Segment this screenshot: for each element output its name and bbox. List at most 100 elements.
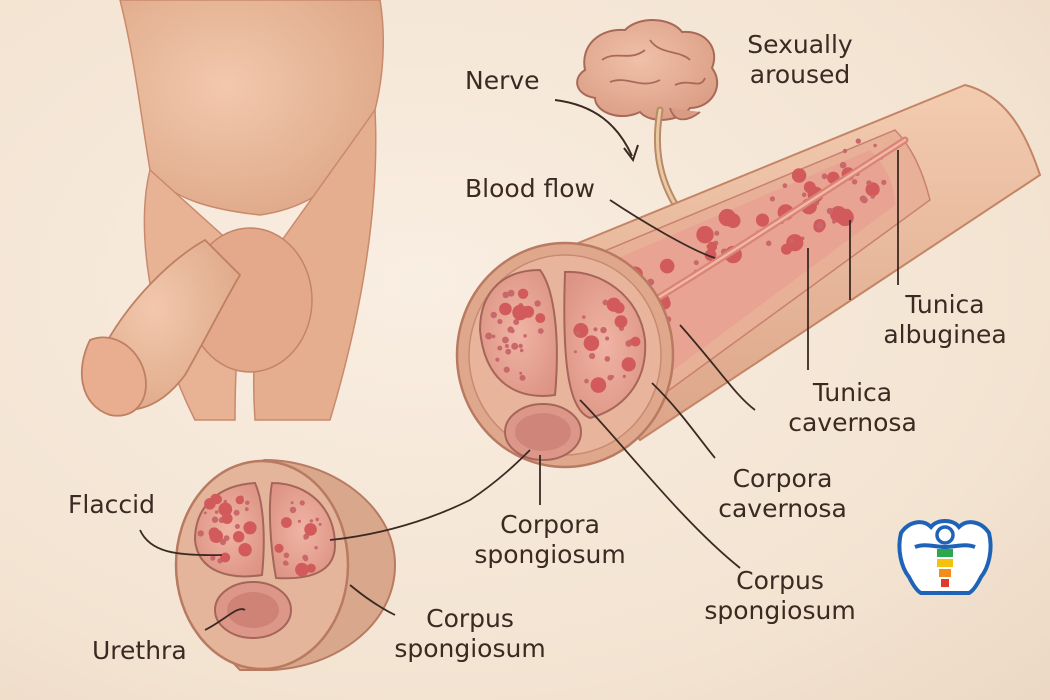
blood-pocket: [285, 561, 289, 566]
label-corpora-spongiosum: Corpora spongiosum: [465, 510, 635, 570]
label-tunica-albuginea: Tunica albuginea: [870, 290, 1020, 350]
blood-pocket: [243, 521, 257, 535]
blood-pocket: [866, 180, 872, 186]
label-tunica-albuginea-line1: Tunica: [905, 290, 985, 319]
label-corpora-cavernosa: Corpora cavernosa: [700, 464, 865, 524]
blood-pocket: [604, 356, 611, 362]
label-corpus-spongiosum-bottom-line2: spongiosum: [394, 634, 546, 663]
blood-pocket: [881, 179, 887, 185]
blood-pocket: [573, 323, 589, 338]
blood-pocket: [589, 352, 596, 360]
blood-pocket: [873, 143, 877, 148]
blood-pocket: [499, 302, 512, 316]
blood-pocket: [219, 538, 227, 546]
label-corpora-spongiosum-line1: Corpora: [500, 510, 600, 539]
blood-pocket: [782, 183, 788, 189]
blood-pocket: [511, 342, 519, 350]
blood-pocket: [234, 524, 240, 529]
label-corpus-spongiosum-right-line2: spongiosum: [704, 596, 856, 625]
leader-lines: [139, 150, 899, 631]
blood-pocket: [245, 500, 250, 505]
blood-pocket: [502, 336, 509, 344]
blood-pocket: [821, 173, 828, 180]
blood-pocket: [769, 196, 776, 202]
blood-pocket: [696, 226, 714, 244]
blood-pocket: [659, 258, 675, 274]
blood-pocket: [497, 345, 503, 351]
flaccid-cross-section: [174, 458, 397, 671]
blood-pocket: [491, 334, 496, 339]
blood-pocket: [584, 378, 589, 384]
blood-pocket: [517, 288, 529, 299]
blood-pocket: [295, 562, 309, 577]
blood-pocket: [306, 563, 316, 573]
blood-pocket: [790, 238, 794, 243]
blood-pocket: [600, 326, 607, 334]
blood-pocket: [274, 543, 284, 553]
blood-pocket: [302, 554, 308, 561]
label-flaccid: Flaccid: [68, 490, 155, 519]
blood-pocket: [485, 332, 493, 340]
muscle-figure-shield-logo: [897, 519, 993, 595]
blood-pocket: [519, 374, 526, 381]
blood-pocket: [233, 509, 240, 516]
blood-pocket: [816, 222, 824, 229]
blood-pocket: [725, 213, 741, 229]
blood-pocket: [519, 348, 524, 353]
blood-pocket: [304, 523, 317, 536]
blood-pocket: [606, 297, 621, 312]
blood-pocket: [495, 357, 500, 362]
blood-pocket: [781, 243, 792, 255]
blood-pocket: [583, 335, 600, 352]
blood-pocket: [490, 311, 497, 319]
blood-pocket: [537, 328, 544, 334]
label-corpora-spongiosum-line2: spongiosum: [474, 540, 626, 569]
blood-pocket: [714, 230, 720, 236]
blood-pocket: [497, 318, 503, 325]
nerve-arrow: [554, 99, 633, 157]
label-corpus-spongiosum-bottom-line1: Corpus: [426, 604, 514, 633]
blood-pocket: [223, 499, 227, 504]
blood-pocket: [755, 213, 770, 227]
blood-pocket: [289, 506, 297, 514]
blood-pocket: [801, 192, 807, 198]
label-tunica-cavernosa-line1: Tunica: [812, 378, 893, 407]
blood-pocket: [512, 304, 528, 321]
blood-pocket: [203, 511, 207, 515]
flaccid-blood-pockets: [197, 493, 322, 577]
label-corpora-cavernosa-line2: cavernosa: [718, 494, 847, 523]
blood-pocket: [523, 334, 527, 338]
blood-pocket: [826, 207, 834, 215]
blood-pocket: [582, 315, 586, 319]
glans-shape: [80, 336, 147, 417]
blood-pocket: [503, 366, 510, 373]
blood-pocket: [218, 502, 233, 517]
blood-pocket: [299, 500, 305, 506]
blood-pocket: [607, 374, 613, 381]
blood-pocket: [839, 161, 847, 169]
label-corpus-spongiosum-bottom: Corpus spongiosum: [385, 604, 555, 664]
blood-pocket: [502, 291, 510, 299]
blood-pocket: [791, 168, 807, 183]
blood-pocket: [309, 519, 314, 523]
cross-section-blood-pockets: [485, 288, 641, 393]
label-tunica-cavernosa: Tunica cavernosa: [770, 378, 935, 438]
torso-shape: [119, 0, 384, 216]
blood-pocket: [507, 289, 515, 297]
blood-pocket: [859, 195, 867, 203]
blood-pocket: [208, 527, 220, 539]
blood-pocket: [197, 530, 204, 537]
blood-pocket: [212, 494, 223, 505]
erect-cross-section: [455, 241, 675, 469]
blood-pocket: [765, 240, 772, 247]
label-blood-flow: Blood flow: [465, 174, 595, 203]
blood-pocket: [214, 510, 219, 514]
blood-pocket: [210, 555, 216, 561]
blood-pocket: [283, 552, 290, 559]
blood-pocket: [220, 552, 231, 563]
label-sexually-aroused: Sexually aroused: [735, 30, 865, 90]
blood-pocket: [281, 517, 292, 528]
blood-pocket: [575, 330, 581, 336]
blood-pocket: [297, 519, 301, 523]
